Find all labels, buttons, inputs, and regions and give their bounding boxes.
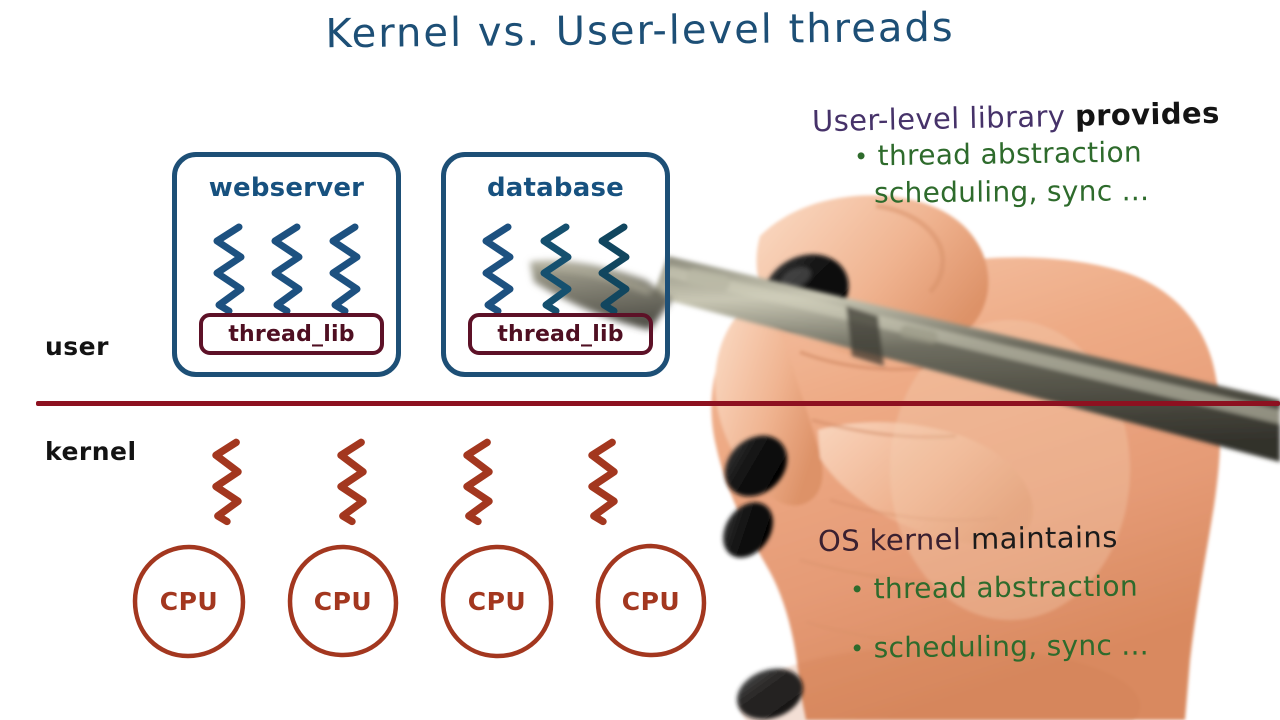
cpu-node[interactable]: CPU [284,542,402,660]
cpu-circle-icon [132,544,246,659]
annotation-os-kernel: OS kernel maintains • thread abstraction… [818,520,1149,665]
user-kernel-divider [36,401,1280,406]
process-box-webserver[interactable]: webserver thread_lib [172,152,401,377]
annotation-bullet: • thread abstraction [854,135,1220,174]
annotation-user-level-library: User-level library provides • thread abs… [812,96,1220,210]
process-box-database[interactable]: database thread_lib [441,152,670,377]
user-thread-squiggle-icon [598,223,629,315]
annotation-heading-tail: provides [1074,95,1221,133]
kernel-thread-squiggle-icon [588,438,618,526]
annotation-heading: User-level library provides [812,96,1220,140]
annotation-bullet: • scheduling, sync ... [850,628,1149,665]
cpu-label: CPU [313,586,373,616]
annotation-bullet-text: scheduling, sync ... [873,627,1150,664]
cpu-circle-icon [595,543,707,658]
annotation-heading: OS kernel maintains [818,520,1118,560]
user-space-label: user [45,332,109,361]
kernel-thread-group [205,435,625,527]
thread-library-box[interactable]: thread_lib [199,313,384,355]
process-title: webserver [208,173,365,203]
user-thread-squiggle-icon [213,223,244,315]
annotation-bullet: • thread abstraction [850,570,1149,607]
page-title: Kernel vs. User-level threads [325,4,955,58]
user-thread-group [177,219,396,319]
annotation-heading-main: User-level library [811,98,1076,139]
annotation-heading-tail: maintains [970,519,1118,556]
user-thread-squiggle-icon [540,223,571,315]
bullet-dot-icon: • [849,576,865,605]
bullet-dot-icon: • [849,634,865,663]
annotation-bullet-text: thread abstraction [877,135,1143,173]
annotation-bullet: scheduling, sync ... [874,173,1220,210]
cpu-node[interactable]: CPU [130,542,248,660]
user-thread-group [446,219,665,319]
cpu-label: CPU [467,586,527,616]
process-title: database [487,173,624,203]
cpu-group: CPU CPU CPU CPU [130,542,710,660]
thread-library-label: thread_lib [497,321,624,347]
cpu-label: CPU [621,586,681,616]
cpu-label: CPU [159,586,219,616]
cpu-circle-icon [287,544,399,658]
kernel-thread-squiggle-icon [462,438,493,526]
bullet-dot-icon: • [853,143,869,172]
user-thread-squiggle-icon [482,223,513,315]
user-thread-squiggle-icon [329,223,360,315]
kernel-thread-squiggle-icon [337,438,368,526]
user-thread-squiggle-icon [271,223,302,315]
kernel-space-label: kernel [45,437,137,466]
kernel-thread-squiggle-icon [212,438,242,526]
thread-library-label: thread_lib [228,321,355,347]
cpu-circle-icon [440,544,554,659]
annotation-bullet-text: scheduling, sync ... [873,173,1150,210]
stylus-pen [652,256,1280,462]
thread-library-box[interactable]: thread_lib [468,313,653,355]
cpu-node[interactable]: CPU [592,542,710,660]
annotation-heading-main: OS kernel [817,521,972,559]
annotation-bullet-text: thread abstraction [873,569,1139,606]
cpu-node[interactable]: CPU [438,542,556,660]
